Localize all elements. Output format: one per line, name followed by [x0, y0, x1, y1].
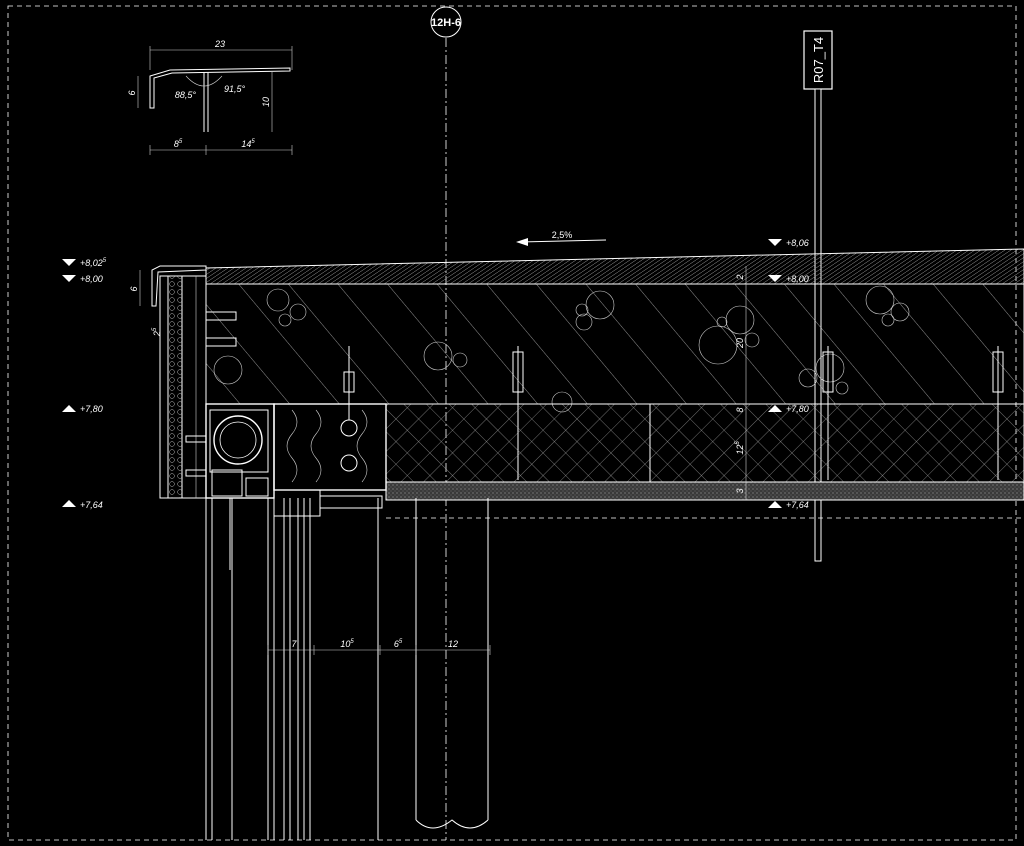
slope-label: 2,5%	[552, 230, 573, 240]
parapet-height-dim: 6	[129, 286, 139, 291]
facade-cladding	[159, 275, 169, 499]
aggregate-circles	[213, 285, 910, 413]
layer-dim-4: 125	[735, 441, 745, 455]
level-left-2: +8,00	[80, 274, 103, 284]
profile-left-dim: 6	[127, 90, 137, 95]
levels-left: +8,025 +8,00 +7,80 +7,64	[62, 258, 107, 510]
level-right-3: +7,80	[786, 404, 809, 414]
level-left-3: +7,80	[80, 404, 103, 414]
level-right-1: +8,06	[786, 238, 809, 248]
grid-marker-label: 12H-6	[431, 17, 461, 29]
layer-dims: 2 20 8 125 3	[735, 266, 747, 500]
level-left-1: +8,025	[80, 258, 107, 268]
ceiling-board	[385, 481, 1024, 501]
profile-detail: 23 6 10 88,5° 91,5° 85 145	[127, 39, 293, 155]
level-left-4: +7,64	[80, 500, 103, 510]
grid-axis: 12H-6	[430, 6, 462, 840]
bottom-dim-1: 7	[291, 639, 297, 649]
window-head-frame	[273, 403, 387, 517]
facade-insulation	[167, 275, 183, 499]
profile-bottom-left-dim: 85	[174, 139, 183, 149]
profile-bottom-right-dim: 145	[241, 139, 255, 149]
profile-right-dim: 10	[261, 97, 271, 107]
bottom-dim-2: 105	[340, 639, 354, 649]
layer-dim-3: 8	[735, 407, 745, 412]
bottom-dim-4: 12	[448, 639, 458, 649]
bottom-dims: 7 105 65 12	[267, 639, 491, 655]
level-right-4: +7,64	[786, 500, 809, 510]
profile-angle-right: 91,5°	[224, 84, 246, 94]
bottom-dim-3: 65	[394, 639, 403, 649]
roller-drum	[213, 415, 263, 465]
section-tag-label: R07_T4	[811, 37, 826, 83]
parapet-gap-dim: 25	[152, 327, 162, 337]
layer-dim-2: 20	[735, 338, 745, 349]
level-right-2: +8,00	[786, 274, 809, 284]
roller-blind-box	[205, 403, 275, 499]
column	[415, 498, 489, 829]
parapet-cap	[151, 265, 207, 307]
parapet-dims: 6 25	[129, 270, 162, 337]
layer-dim-6: 3	[735, 488, 745, 493]
concrete-slab	[205, 283, 1024, 405]
profile-top-dim: 23	[214, 39, 225, 49]
profile-angle-left: 88,5°	[175, 90, 197, 100]
levels-right: +8,06 +8,00 +7,80 +7,64	[768, 238, 809, 510]
slope-indicator: 2,5%	[516, 230, 607, 246]
screed-layer	[205, 248, 1024, 285]
window-mullions	[205, 498, 379, 840]
insulation-layer	[385, 403, 1024, 483]
grid-marker-circle	[430, 6, 462, 38]
layer-dim-1: 2	[735, 274, 745, 280]
